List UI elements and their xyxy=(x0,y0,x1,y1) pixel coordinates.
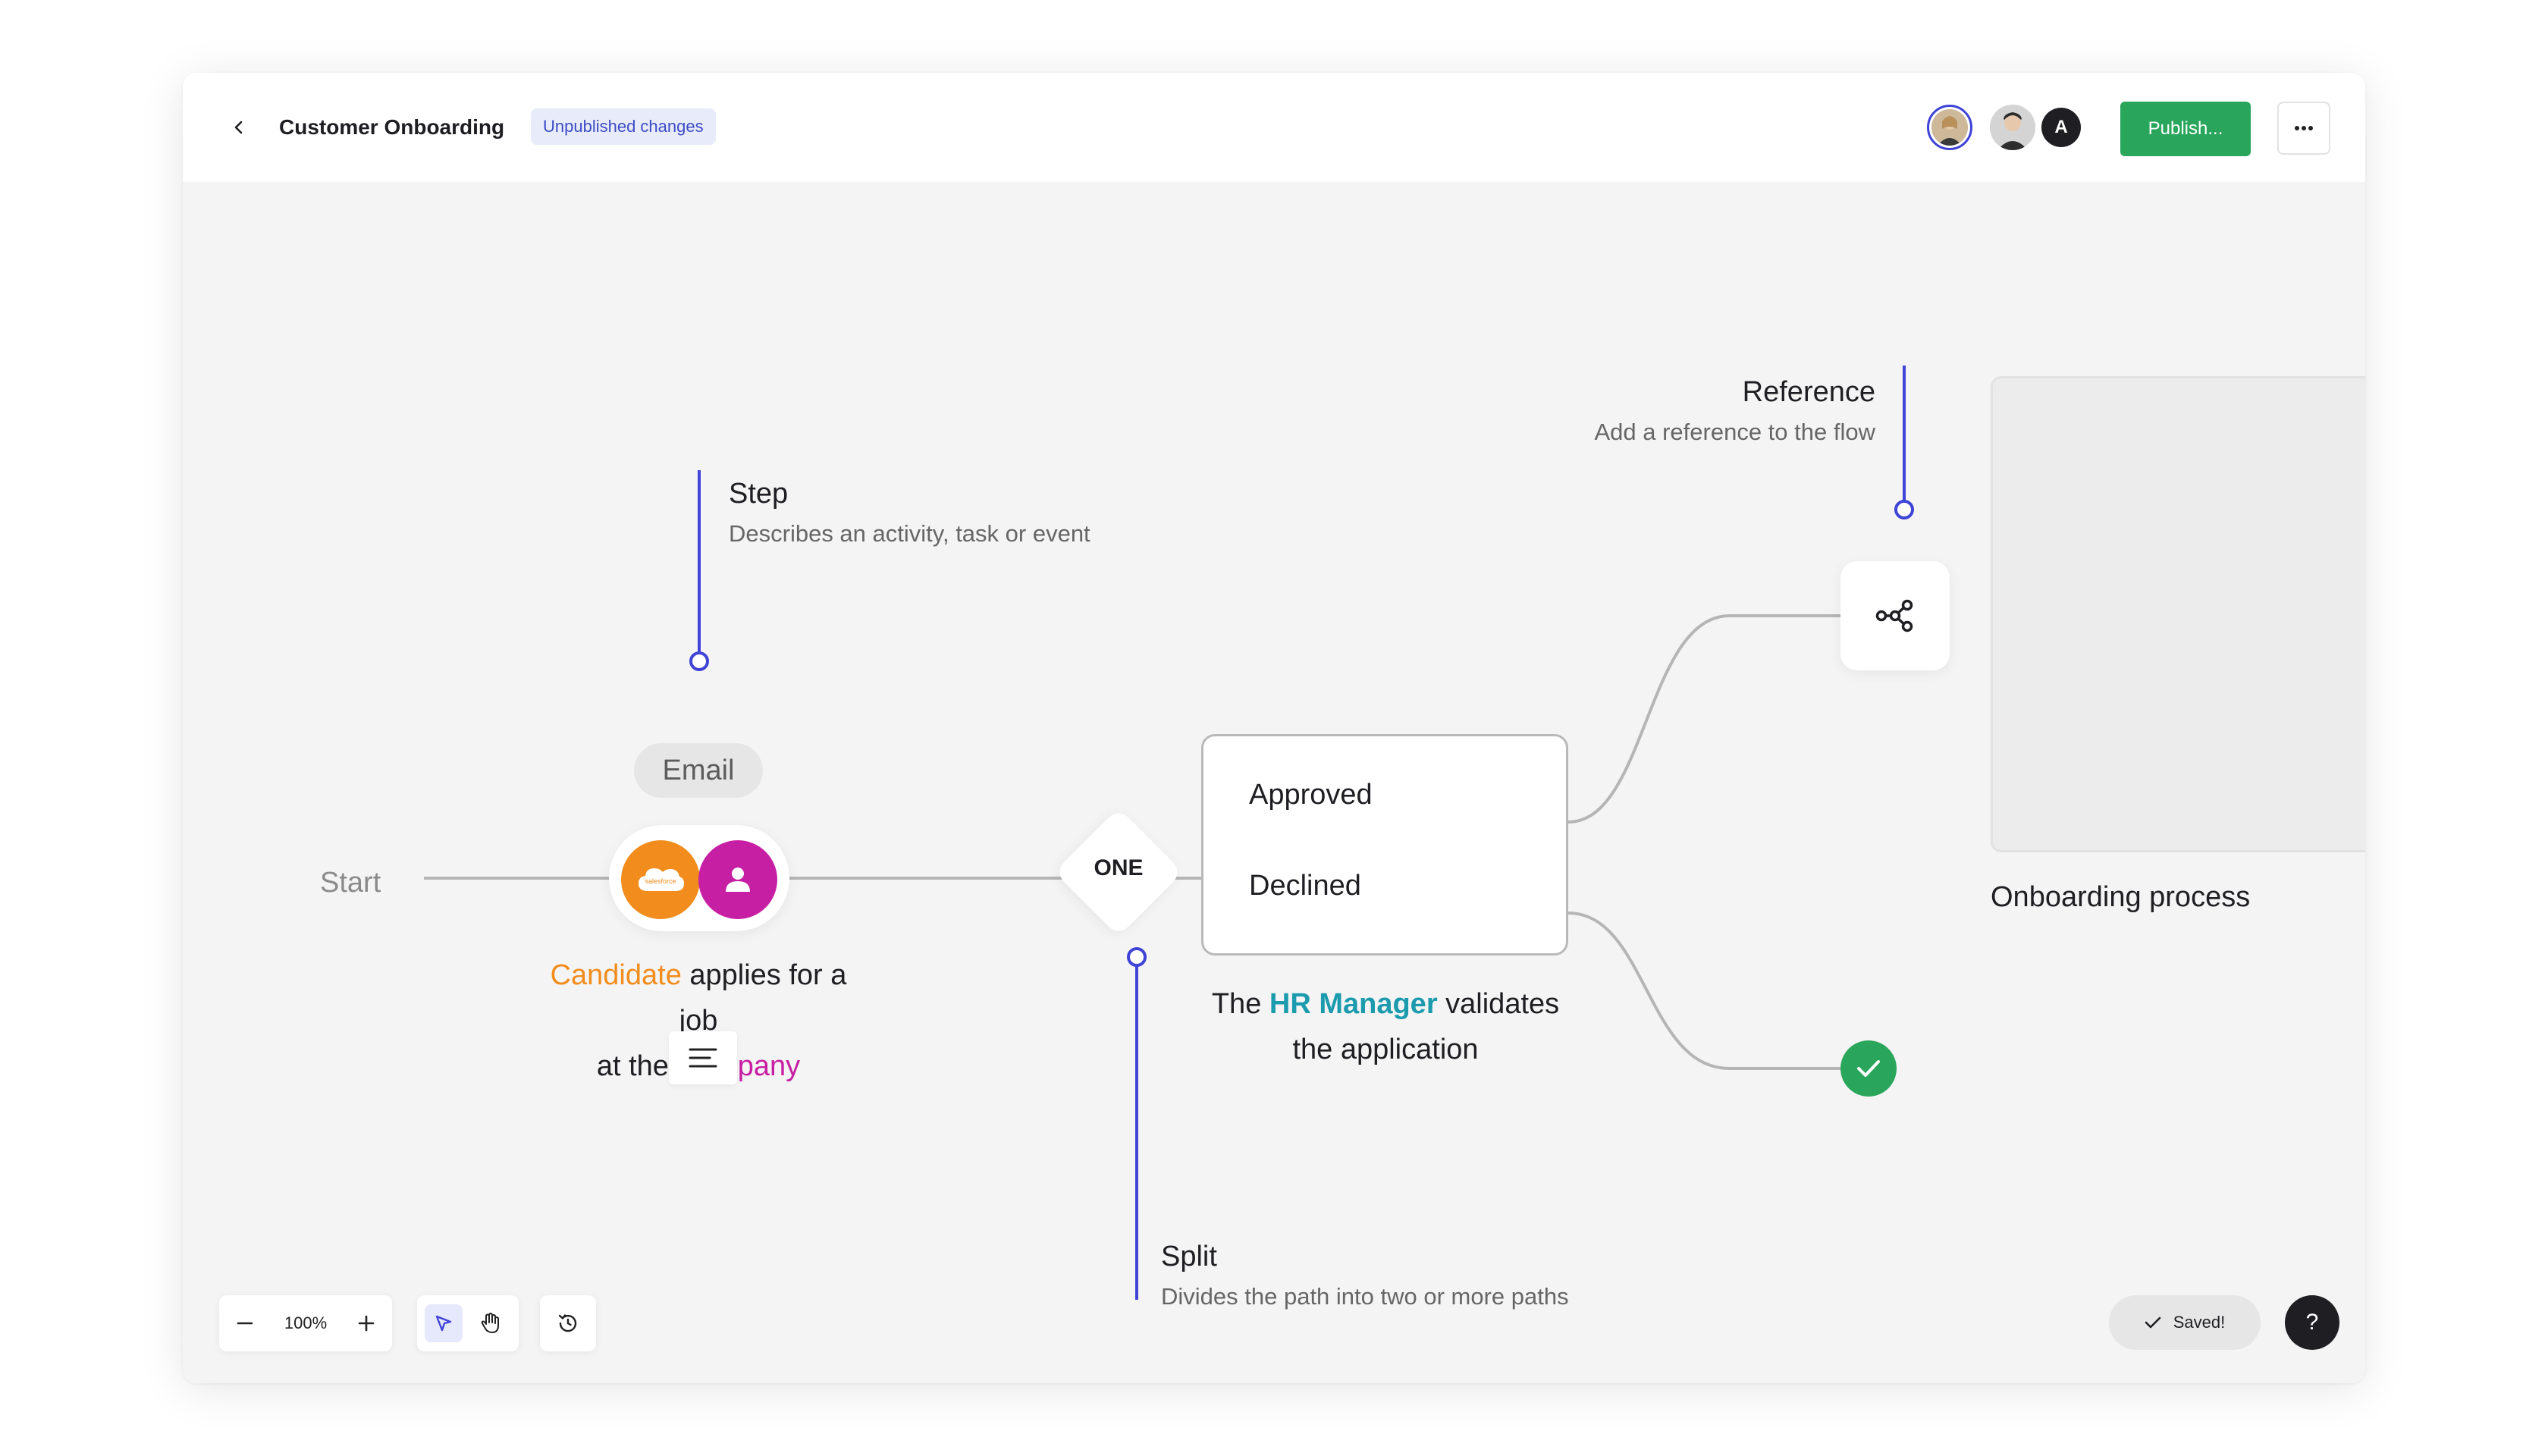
annotation-step-desc: Describes an activity, task or event xyxy=(729,520,1090,547)
zoom-controls: 100% xyxy=(219,1295,392,1351)
decision-option-declined[interactable]: Declined xyxy=(1249,870,1361,902)
annotation-anchor-split xyxy=(1127,947,1147,967)
pan-tool-button[interactable] xyxy=(472,1304,510,1342)
annotation-split-desc: Divides the path into two or more paths xyxy=(1161,1283,1569,1310)
caption-text: at the xyxy=(596,1050,677,1082)
minus-icon xyxy=(237,1322,253,1325)
zoom-level[interactable]: 100% xyxy=(284,1313,328,1332)
caption-text: the application xyxy=(1292,1034,1479,1065)
connector-layer xyxy=(424,366,1914,1300)
top-bar: Customer Onboarding Unpublished changes xyxy=(183,73,2365,182)
back-button[interactable] xyxy=(219,108,259,147)
decision-node[interactable]: Approved Declined xyxy=(1201,734,1568,956)
flow-title: Customer Onboarding xyxy=(279,115,505,139)
cursor-arrow-icon xyxy=(435,1315,452,1332)
start-label: Start xyxy=(320,867,381,899)
publish-button[interactable]: Publish... xyxy=(2120,102,2251,156)
annotation-anchor-reference xyxy=(1894,500,1914,519)
check-icon xyxy=(2145,1316,2161,1329)
zoom-out-button[interactable] xyxy=(219,1295,271,1351)
step-node[interactable]: salesforce xyxy=(609,825,789,931)
annotation-reference-title: Reference xyxy=(1742,376,1875,408)
chevron-left-icon xyxy=(234,121,243,134)
reference-preview-panel[interactable] xyxy=(1991,376,2365,852)
avatar[interactable] xyxy=(1927,105,1972,150)
text-lines-icon xyxy=(689,1048,717,1068)
avatar[interactable]: A xyxy=(2041,108,2081,147)
share-nodes-icon xyxy=(1875,599,1913,632)
split-label: ONE xyxy=(1094,855,1144,880)
check-icon xyxy=(1857,1060,1880,1077)
annotation-split-title: Split xyxy=(1161,1241,1217,1272)
role-candidate[interactable]: Candidate xyxy=(550,959,682,991)
salesforce-icon: salesforce xyxy=(621,840,700,919)
reference-caption: Onboarding process xyxy=(1991,881,2251,913)
reference-node[interactable] xyxy=(1840,561,1950,670)
canvas-tools xyxy=(417,1295,519,1351)
caption-text: applies for a job xyxy=(679,959,847,1037)
svg-text:salesforce: salesforce xyxy=(645,877,676,885)
connector-approved xyxy=(1567,614,1840,824)
more-dots-icon xyxy=(2295,126,2313,130)
decision-option-approved[interactable]: Approved xyxy=(1249,779,1373,811)
avatar[interactable] xyxy=(1990,105,2035,150)
caption-text: validates xyxy=(1437,988,1560,1020)
status-badge: Unpublished changes xyxy=(531,108,716,145)
more-options-button[interactable] xyxy=(2277,102,2330,155)
hand-icon xyxy=(481,1313,499,1333)
select-tool-button[interactable] xyxy=(425,1304,463,1342)
step-channel-pill[interactable]: Email xyxy=(634,743,763,798)
app-window: Customer Onboarding Unpublished changes xyxy=(183,73,2365,1383)
decision-caption: The HR Manager validates the application xyxy=(1181,981,1590,1072)
history-icon xyxy=(558,1314,577,1332)
zoom-in-button[interactable] xyxy=(340,1295,392,1351)
history-button[interactable] xyxy=(540,1295,596,1351)
help-button[interactable]: ? xyxy=(2285,1295,2339,1350)
annotation-anchor-step xyxy=(689,651,709,671)
description-button[interactable] xyxy=(669,1031,737,1084)
plus-icon xyxy=(358,1315,375,1332)
role-hr-manager[interactable]: HR Manager xyxy=(1269,988,1438,1020)
save-status: Saved! xyxy=(2109,1295,2261,1350)
annotation-reference-desc: Add a reference to the flow xyxy=(1594,419,1875,445)
caption-text: The xyxy=(1211,988,1269,1020)
flow-canvas[interactable]: Start Email salesforce Candidate applies… xyxy=(183,182,2365,1383)
user-icon xyxy=(698,840,777,919)
annotation-step-title: Step xyxy=(729,478,789,510)
end-node[interactable] xyxy=(1840,1040,1897,1097)
connector-declined xyxy=(1567,912,1840,1070)
save-status-label: Saved! xyxy=(2173,1313,2226,1332)
